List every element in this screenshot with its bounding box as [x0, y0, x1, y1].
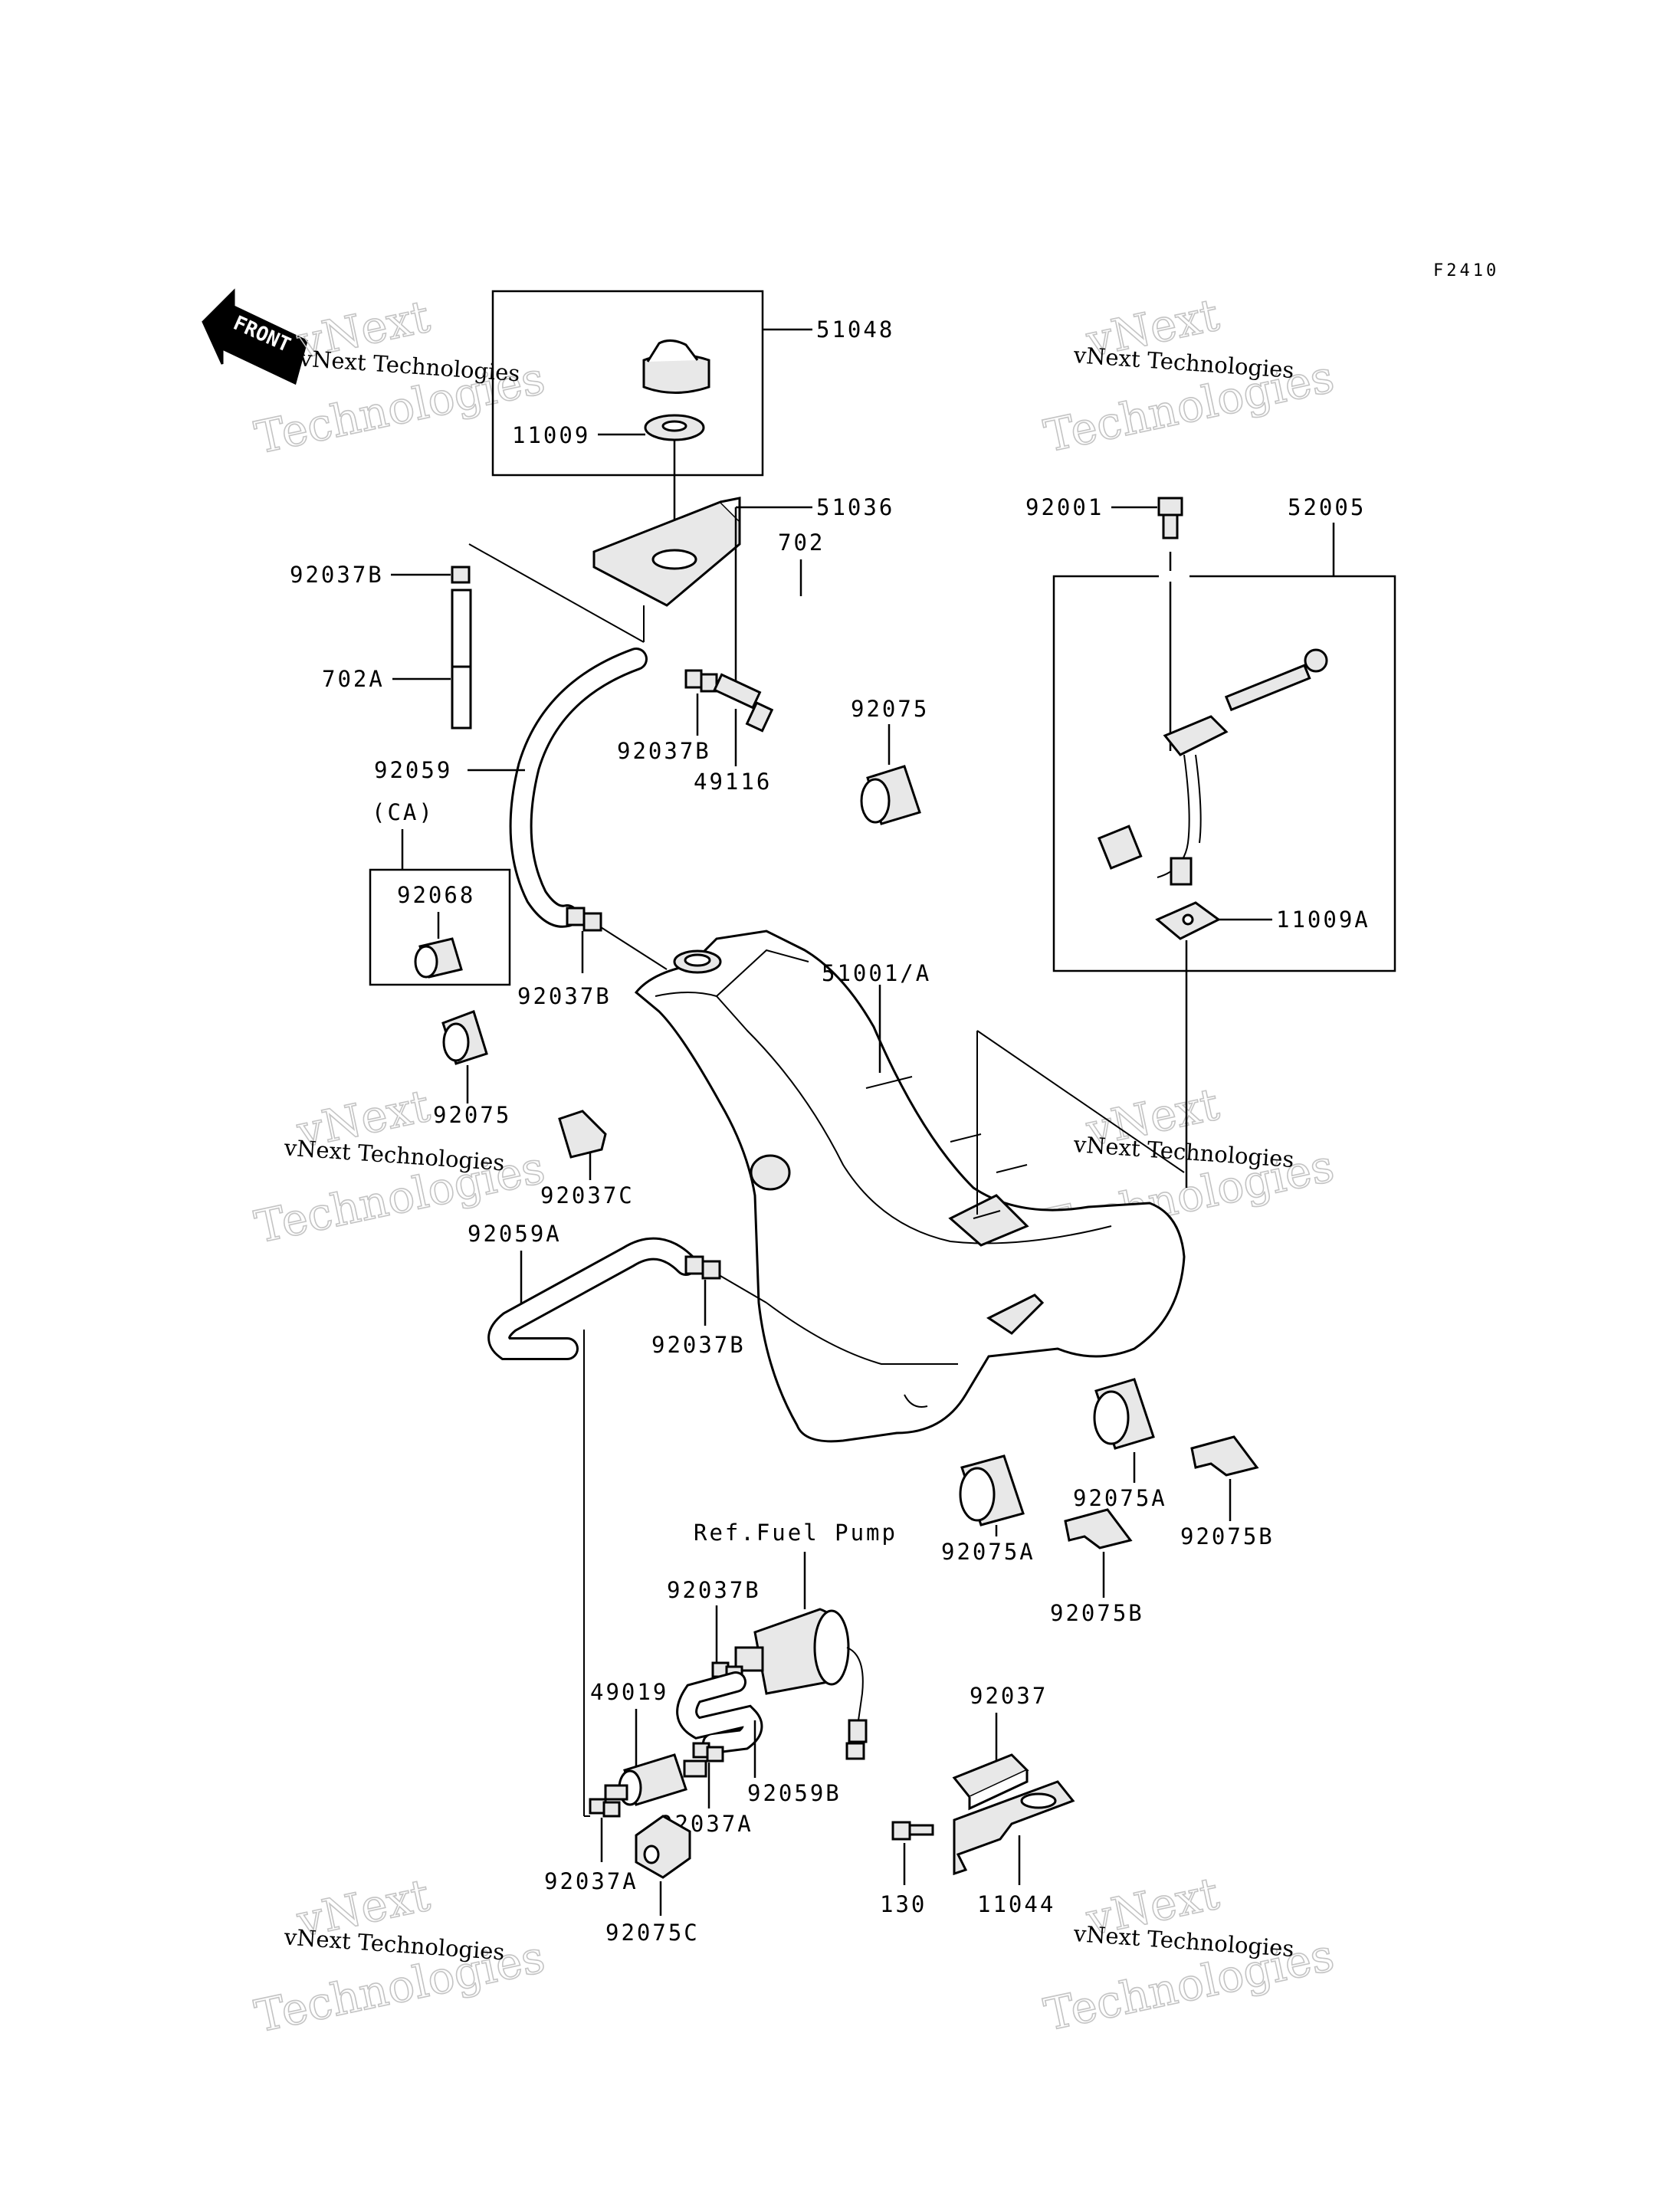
label-92037A-2: 92037A [544, 1868, 638, 1894]
label-92037B-2: 92037B [617, 738, 711, 764]
label-130: 130 [880, 1891, 927, 1917]
label-92075-1: 92075 [851, 696, 929, 722]
figure-code: F2410 [1433, 261, 1499, 280]
label-92075C: 92075C [605, 1920, 700, 1946]
hose-92059A [490, 1239, 695, 1358]
label-11009: 11009 [512, 422, 590, 448]
label-92037B-1: 92037B [290, 562, 384, 588]
clip-icon [706, 1746, 724, 1763]
watermark-text-bottom-right: vNext Technologies [1072, 1920, 1295, 1962]
hose-92059 [511, 650, 645, 926]
label-51001A: 51001/A [822, 960, 931, 986]
grommet-icon [635, 1815, 691, 1879]
watermark-text-bottom-left: vNext Technologies [283, 1923, 506, 1965]
label-51048: 51048 [816, 316, 894, 343]
fuel-tank-icon [634, 930, 1186, 1443]
watermark-text-mid-right: vNext Technologies [1072, 1131, 1295, 1172]
hose-92059B [678, 1674, 761, 1752]
fuel-filter-icon [604, 1753, 707, 1806]
label-92001: 92001 [1025, 494, 1104, 520]
clip-icon [684, 1255, 704, 1275]
label-52005: 52005 [1288, 494, 1366, 520]
label-51036: 51036 [816, 494, 894, 520]
label-92037C: 92037C [540, 1182, 635, 1208]
rubber-damper-icon [441, 1010, 488, 1065]
fuel-pump-icon [734, 1608, 868, 1760]
label-11044: 11044 [977, 1891, 1055, 1917]
fuel-cap-icon [642, 339, 710, 394]
t-fitting-icon [713, 673, 774, 733]
clip-icon [582, 912, 602, 932]
front-arrow-icon: FRONT [202, 288, 308, 385]
label-702: 702 [778, 530, 825, 556]
label-92075B-2: 92075B [1050, 1600, 1144, 1626]
rubber-damper-icon [860, 765, 921, 825]
bolt-icon [891, 1821, 934, 1841]
clip-icon [602, 1801, 621, 1818]
gauge-assembly-box [1052, 575, 1396, 972]
label-92037B-3: 92037B [517, 983, 612, 1009]
clip-icon [701, 1260, 721, 1280]
label-92059A: 92059A [468, 1221, 562, 1247]
cap-bracket-icon [592, 497, 741, 607]
clip-icon [684, 669, 703, 689]
rubber-bushing-icon [959, 1454, 1025, 1526]
clip-c-icon [558, 1110, 607, 1159]
cap-assembly-box [491, 290, 764, 477]
label-92037B-5: 92037B [667, 1577, 761, 1603]
label-92037: 92037 [970, 1683, 1048, 1709]
ca-variant-box [369, 868, 511, 986]
label-49019: 49019 [590, 1679, 668, 1705]
label-92059B: 92059B [747, 1780, 842, 1806]
label-92059: 92059 [374, 757, 452, 783]
label-92075A-1: 92075A [1073, 1485, 1167, 1511]
rubber-cushion-icon [1064, 1508, 1133, 1549]
screw-icon [1157, 497, 1183, 539]
breather-hose-702 [754, 586, 846, 759]
watermark-text-mid-left: vNext Technologies [283, 1134, 506, 1176]
label-ca: (CA) [372, 799, 435, 825]
rubber-bushing-icon [1093, 1378, 1155, 1450]
label-92075A-2: 92075A [941, 1539, 1035, 1565]
label-702A: 702A [322, 666, 385, 692]
clamp-icon [952, 1753, 1029, 1811]
label-11009A: 11009A [1276, 907, 1370, 933]
clip-icon [566, 907, 586, 926]
ref-fuel-pump-label: Ref.Fuel Pump [694, 1520, 897, 1546]
watermark-text-top-right: vNext Technologies [1072, 342, 1295, 383]
label-92068: 92068 [397, 882, 475, 908]
clip-icon [451, 566, 471, 584]
rubber-cushion-icon [1190, 1435, 1259, 1477]
label-92075B-1: 92075B [1180, 1523, 1275, 1549]
label-92037B-4: 92037B [651, 1332, 746, 1358]
bracket-icon [953, 1780, 1075, 1876]
label-49116: 49116 [694, 769, 772, 795]
rubber-damper-icon [414, 937, 463, 979]
hose-702A-lower [451, 665, 472, 730]
fuel-gauge-sender-icon [1098, 648, 1328, 886]
label-92075-2: 92075 [433, 1102, 511, 1128]
